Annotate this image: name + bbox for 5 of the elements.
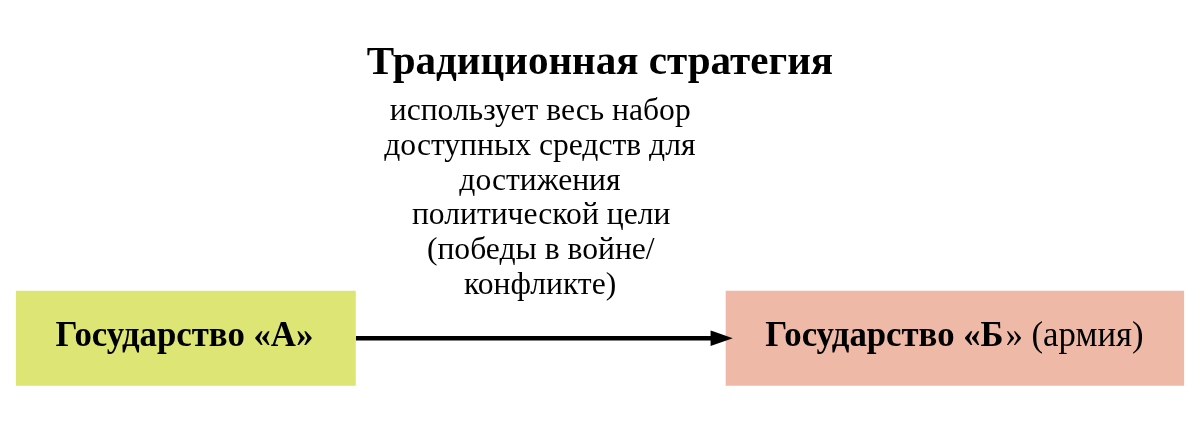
node-box: Государство «Б» (армия) [725, 290, 1185, 386]
node-box: Государство «А» [15, 290, 356, 386]
edge-label: использует весь набор доступных средств для достижения политической цели (победы в войне/ конфликте) [384, 91, 696, 301]
diagram-title: Традиционная стратегия [366, 36, 834, 83]
arrow [355, 330, 733, 346]
